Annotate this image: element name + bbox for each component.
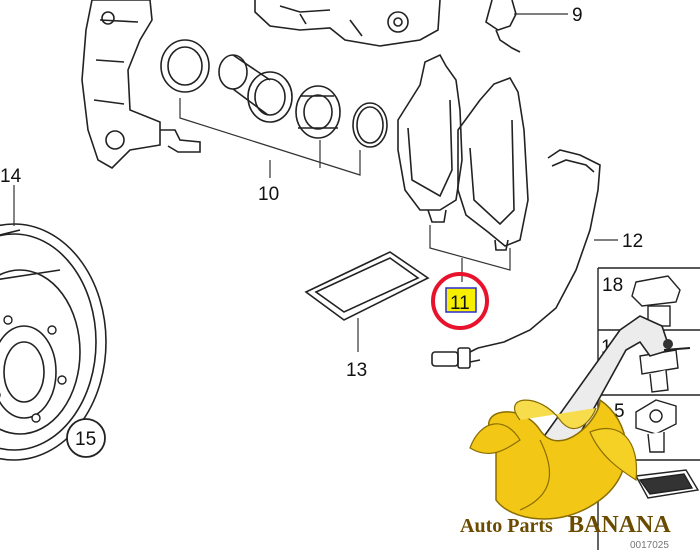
leader-11 <box>429 225 511 282</box>
callout-16: 1 <box>601 337 612 358</box>
spring-clip <box>485 0 521 53</box>
watermark-text-prefix: Auto Parts <box>460 515 553 537</box>
disc-bolt-holes <box>0 315 67 423</box>
bolt-18 <box>631 275 681 327</box>
piston-set <box>160 39 388 148</box>
footer-code: 0017025 <box>630 540 669 550</box>
caliper-housing <box>254 0 441 47</box>
callout-11[interactable]: 11 <box>450 293 470 314</box>
watermark-logo <box>469 315 691 520</box>
bolt-5 <box>635 399 677 453</box>
leader-10 <box>179 98 361 178</box>
grease-packet <box>304 251 430 321</box>
callout-5: 5 <box>614 401 625 422</box>
callout-11-highlight-ring <box>431 272 489 330</box>
brake-pad-outer <box>457 77 529 251</box>
shim-plate <box>634 469 700 499</box>
callout-15: 15 <box>75 429 96 450</box>
callout-11-highlight-box <box>445 287 477 313</box>
wear-sensor <box>431 149 601 369</box>
callout-12: 12 <box>622 231 643 252</box>
caliper-carrier <box>81 0 201 169</box>
callout-15-ring <box>66 418 106 458</box>
watermark-text-brand: BANANA <box>568 512 671 538</box>
callout-14: 14 <box>0 166 22 187</box>
callout-18: 18 <box>602 275 623 296</box>
brake-pad-inner <box>397 53 463 223</box>
bolt-16 <box>639 349 679 393</box>
callout-13: 13 <box>346 360 367 381</box>
callout-10: 10 <box>258 184 279 205</box>
callout-9: 9 <box>572 5 583 26</box>
